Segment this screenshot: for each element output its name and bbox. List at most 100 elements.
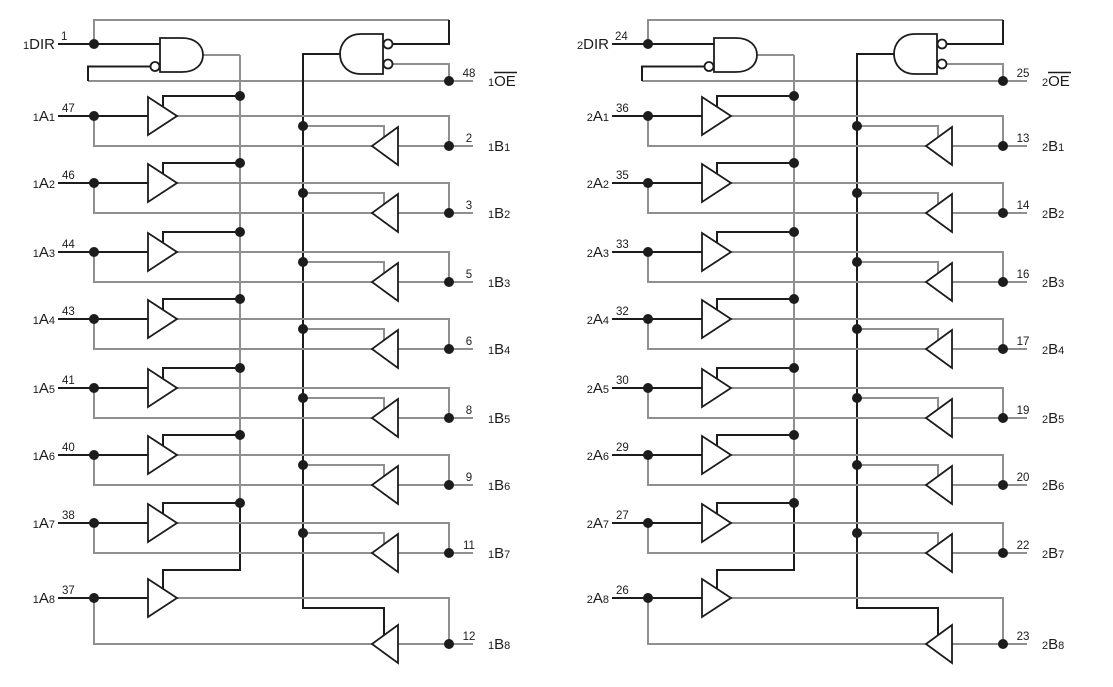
b-pin-number-text: 6: [466, 336, 472, 348]
wire-ba-return: [93, 252, 372, 283]
b-port-label-text: 6: [504, 481, 510, 493]
b-port-label: 1B8: [488, 636, 510, 653]
b-port-label-text: 6: [1058, 481, 1064, 493]
a-pin-number-text: 27: [616, 510, 629, 522]
b-pin-number-text: 9: [466, 472, 472, 484]
a-port-label: 1A3: [33, 244, 55, 261]
junction-dot: [89, 314, 99, 324]
a-port-label-text: 6: [49, 451, 55, 463]
wire-ab-path: [731, 454, 1004, 485]
wire-gate1-oe-input: [87, 65, 151, 81]
b-pin-number-text: 11: [463, 540, 475, 552]
wire-ba-enable-stub: [857, 328, 939, 342]
junction-dot: [89, 383, 99, 393]
wire-ba-enable-bus: [302, 53, 385, 636]
junction-dot: [444, 76, 454, 86]
b-pin-number: 20: [1017, 472, 1030, 484]
b-port-label-text: B: [1048, 410, 1058, 427]
a-port-label: 2A8: [587, 590, 609, 607]
wire-ba-enable-stub: [857, 397, 939, 411]
b-port-label: 1B7: [488, 545, 510, 562]
junction-dot: [235, 227, 245, 237]
inverter-bubble-icon: [382, 38, 394, 50]
junction-dot: [89, 518, 99, 528]
a-port-label-text: 5: [603, 384, 609, 396]
b-port-label: 1B3: [488, 274, 510, 291]
buffer-b-to-a-icon: [370, 192, 399, 234]
b-port-label-text: 1: [488, 278, 494, 290]
wire-ab-path: [731, 115, 1004, 146]
a-pin-number: 35: [616, 170, 629, 182]
wire-gate2-oe-input: [392, 63, 450, 81]
b-port-label: 1B2: [488, 205, 510, 222]
wire-ab-enable-stub: [162, 162, 240, 176]
b-pin-number: 17: [1017, 336, 1030, 348]
b-pin-number-text: 5: [466, 269, 472, 281]
b-pin-number: 19: [1017, 405, 1030, 417]
a-port-label: 1A1: [33, 108, 55, 125]
junction-dot: [444, 639, 454, 649]
a-pin-number-text: 26: [616, 585, 629, 597]
a-port-label-text: A: [593, 515, 603, 532]
inverter-bubble-icon: [149, 61, 161, 72]
junction-dot: [89, 247, 99, 257]
wire-ba-return: [93, 388, 372, 419]
a-pin-number: 26: [616, 585, 629, 597]
b-port-label-text: B: [494, 477, 504, 494]
b-port-label-text: 2: [1058, 209, 1064, 221]
wire-ab-enable-stub: [716, 95, 794, 109]
junction-dot: [643, 178, 653, 188]
a-pin-number: 29: [616, 442, 629, 454]
a-port-label-text: A: [39, 590, 49, 607]
b-port-label: 2B8: [1042, 636, 1064, 653]
a-pin-number-text: 41: [62, 375, 75, 387]
buffer-b-to-a-icon: [370, 464, 399, 506]
junction-dot: [235, 294, 245, 304]
wire-ba-return: [647, 455, 926, 486]
a-pin-number: 32: [616, 306, 629, 318]
b-pin-number: 9: [466, 472, 472, 484]
a-pin-number-text: 40: [62, 442, 75, 454]
junction-dot: [298, 121, 308, 131]
a-port-label: 1A8: [33, 590, 55, 607]
junction-dot: [643, 450, 653, 460]
buffer-b-to-a-icon: [924, 125, 953, 167]
a-port-label-text: A: [593, 590, 603, 607]
b-pin-number-text: 2: [466, 133, 472, 145]
and-gate-mirrored-icon: [339, 33, 384, 75]
b-port-label-text: 1: [488, 481, 494, 493]
a-port-label-text: 7: [49, 519, 55, 531]
junction-dot: [89, 178, 99, 188]
wire-ab-path: [177, 251, 450, 282]
wire-ab-path: [177, 597, 450, 644]
a-port-label-text: 2: [587, 315, 593, 327]
buffer-b-to-a-icon: [924, 532, 953, 574]
buffer-b-to-a-icon: [924, 397, 953, 439]
b-port-label-text: B: [1048, 341, 1058, 358]
wire-ba-enable-stub: [857, 532, 939, 546]
junction-dot: [789, 91, 799, 101]
inverter-bubble-icon: [703, 61, 715, 72]
a-port-label-text: 1: [33, 248, 39, 260]
junction-dot: [444, 548, 454, 558]
a-port-label-text: 2: [587, 384, 593, 396]
b-port-label-text: 1: [488, 549, 494, 561]
a-port-label-text: 2: [587, 179, 593, 191]
b-port-label: 2B1: [1042, 138, 1064, 155]
a-port-label-text: 2: [49, 179, 55, 191]
wire-ab-path: [731, 251, 1004, 282]
wire-gate2-dir-input: [392, 20, 450, 45]
junction-dot: [643, 111, 653, 121]
junction-dot: [789, 158, 799, 168]
junction-dot: [235, 430, 245, 440]
dir-label-text: DIR: [29, 36, 55, 53]
wire-ba-return: [93, 523, 372, 554]
wire-ab-path: [177, 522, 450, 553]
a-pin-number-text: 37: [62, 585, 75, 597]
wire-ba-enable-stub: [303, 464, 385, 478]
b-pin-number: 5: [466, 269, 472, 281]
a-port-label-text: A: [39, 380, 49, 397]
a-port-label-text: 1: [33, 179, 39, 191]
b-port-label-text: B: [1048, 274, 1058, 291]
b-pin-number-text: 13: [1017, 133, 1030, 145]
